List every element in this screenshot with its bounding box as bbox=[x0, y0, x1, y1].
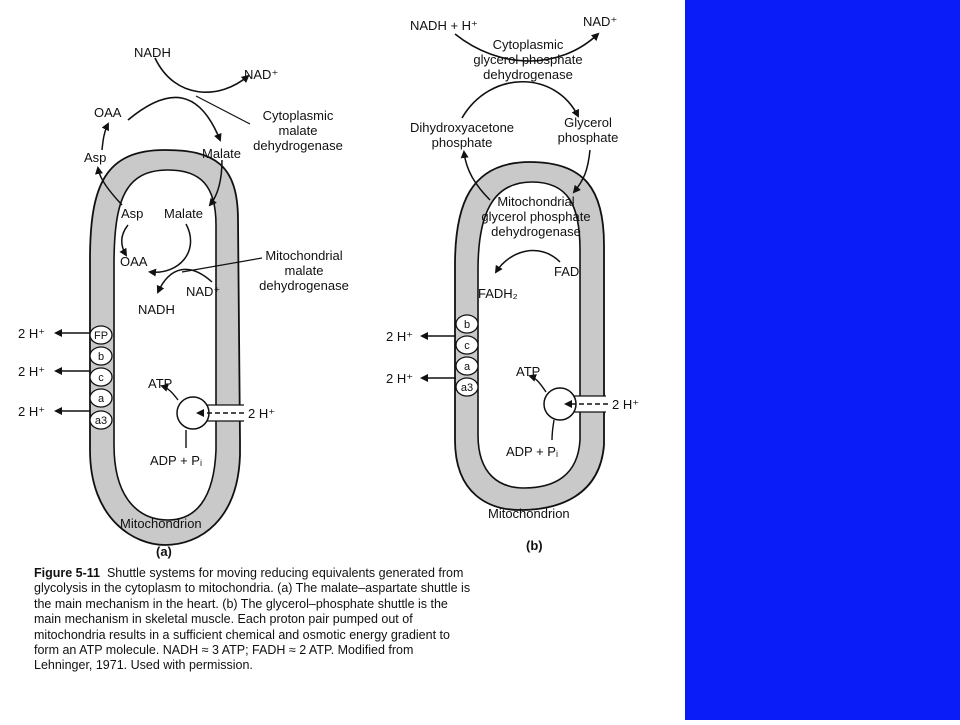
pointer-mito-enzyme-a bbox=[181, 257, 263, 273]
electron-transport-chain-a: FP b c a a3 bbox=[89, 325, 113, 430]
arrow-g3p-in bbox=[572, 149, 591, 194]
label-cyto-enzyme-a-2: malate bbox=[278, 123, 317, 138]
figure-caption-label: Figure 5-11 bbox=[34, 566, 100, 580]
label-dhap-2: phosphate bbox=[432, 135, 493, 150]
pointer-cyto-enzyme-a bbox=[195, 95, 251, 125]
label-cyto-enzyme-a-3: dehydrogenase bbox=[253, 138, 343, 153]
chain-complex-a3-b bbox=[455, 377, 479, 397]
chain-label-b-b: b bbox=[464, 319, 470, 331]
label-malate-out: Malate bbox=[202, 146, 241, 161]
label-fad: FAD bbox=[554, 264, 579, 279]
panel-letter-a: (a) bbox=[156, 544, 172, 559]
atp-arrow-b bbox=[528, 374, 547, 393]
label-asp-out: Asp bbox=[84, 150, 106, 165]
arrow-fad-to-fadh2 bbox=[494, 249, 561, 274]
arrow-dhap-out bbox=[460, 150, 491, 201]
atp-arrow-a bbox=[160, 384, 179, 401]
label-atp-b: ATP bbox=[516, 364, 540, 379]
arrow-nad-to-nadh-in bbox=[156, 268, 213, 294]
label-asp-in: Asp bbox=[121, 206, 143, 221]
label-proton-2-a: 2 H⁺ bbox=[18, 364, 45, 379]
label-proton-in-b: 2 H⁺ bbox=[612, 397, 639, 412]
label-nadh-in: NADH bbox=[138, 302, 175, 317]
label-proton-1-a: 2 H⁺ bbox=[18, 326, 45, 341]
label-dhap-1: Dihydroxyacetone bbox=[410, 120, 514, 135]
label-malate-in: Malate bbox=[164, 206, 203, 221]
adp-arrow-b bbox=[551, 419, 555, 441]
label-mitochondrion-b: Mitochondrion bbox=[488, 506, 570, 521]
label-cyto-enzyme-b-1: Cytoplasmic bbox=[493, 37, 564, 52]
arrow-nadh-to-nad-b bbox=[454, 32, 600, 62]
chain-complex-b-b bbox=[455, 314, 479, 334]
label-fadh2: FADH₂ bbox=[478, 286, 518, 301]
panel-b: b c a a3 NADH + H⁺ NAD⁺ Cytoplasmic glyc… bbox=[386, 14, 639, 553]
label-atp-a: ATP bbox=[148, 376, 172, 391]
shuttle-diagram: FP b c a a3 NADH NAD⁺ Cytoplasmic malate… bbox=[18, 14, 639, 559]
label-oaa-out: OAA bbox=[94, 105, 122, 120]
label-proton-2-b: 2 H⁺ bbox=[386, 371, 413, 386]
label-mito-enzyme-a-3: dehydrogenase bbox=[259, 278, 349, 293]
chain-complex-a3-a bbox=[89, 410, 113, 430]
chain-label-c-a: c bbox=[98, 372, 104, 384]
figure-caption: Figure 5-11 Shuttle systems for moving r… bbox=[34, 566, 474, 674]
label-nad-in: NAD⁺ bbox=[186, 284, 220, 299]
label-nadh-top-b: NADH + H⁺ bbox=[410, 18, 478, 33]
figure-caption-text: Shuttle systems for moving reducing equi… bbox=[34, 566, 471, 673]
label-g3p-1: Glycerol bbox=[564, 115, 612, 130]
arrow-dhap-to-g3p bbox=[461, 80, 579, 119]
label-cyto-enzyme-a-1: Cytoplasmic bbox=[263, 108, 334, 123]
label-oaa-in: OAA bbox=[120, 254, 148, 269]
textbook-figure-page: FP b c a a3 NADH NAD⁺ Cytoplasmic malate… bbox=[18, 14, 640, 674]
arrow-nadh-to-nad-a bbox=[154, 57, 250, 93]
label-nad-top-b: NAD⁺ bbox=[583, 14, 617, 29]
chain-label-c-b: c bbox=[464, 340, 470, 352]
arrow-oaa-to-malate-a bbox=[127, 96, 222, 142]
label-adp-a: ADP + Pᵢ bbox=[150, 453, 202, 468]
label-proton-in-a: 2 H⁺ bbox=[248, 406, 275, 421]
label-mito-enzyme-b-2: glycerol phosphate bbox=[481, 209, 590, 224]
label-proton-1-b: 2 H⁺ bbox=[386, 329, 413, 344]
label-mito-enzyme-a-2: malate bbox=[284, 263, 323, 278]
label-nadh-top-a: NADH bbox=[134, 45, 171, 60]
chain-complex-a-a bbox=[89, 388, 113, 408]
panel-a: FP b c a a3 NADH NAD⁺ Cytoplasmic malate… bbox=[18, 45, 349, 559]
chain-complex-fp bbox=[89, 325, 113, 345]
panel-letter-b: (b) bbox=[526, 538, 543, 553]
chain-label-b-a: b bbox=[98, 351, 104, 363]
chain-complex-b-a bbox=[89, 346, 113, 366]
arrow-asp-out bbox=[95, 166, 123, 206]
chain-label-fp: FP bbox=[94, 330, 108, 342]
chain-complex-a-b bbox=[455, 356, 479, 376]
chain-complex-c-a bbox=[89, 367, 113, 387]
electron-transport-chain-b: b c a a3 bbox=[455, 314, 479, 397]
label-cyto-enzyme-b-3: dehydrogenase bbox=[483, 67, 573, 82]
chain-label-a3-a: a3 bbox=[95, 415, 107, 427]
arrow-malate-to-oaa-in bbox=[148, 223, 192, 277]
label-mitochondrion-a: Mitochondrion bbox=[120, 516, 202, 531]
label-proton-3-a: 2 H⁺ bbox=[18, 404, 45, 419]
chain-label-a-b: a bbox=[464, 361, 471, 373]
chain-complex-c-b bbox=[455, 335, 479, 355]
blue-side-panel bbox=[685, 0, 960, 720]
label-cyto-enzyme-b-2: glycerol phosphate bbox=[473, 52, 582, 67]
chain-label-a-a: a bbox=[98, 393, 105, 405]
arrow-oaa-from-asp bbox=[101, 122, 109, 151]
label-mito-enzyme-a-1: Mitochondrial bbox=[265, 248, 342, 263]
arrow-oaa-asp-in bbox=[119, 224, 129, 257]
label-g3p-2: phosphate bbox=[558, 130, 619, 145]
chain-label-a3-b: a3 bbox=[461, 382, 473, 394]
label-nad-top-a: NAD⁺ bbox=[244, 67, 278, 82]
arrow-malate-in bbox=[208, 159, 223, 207]
label-mito-enzyme-b-3: dehydrogenase bbox=[491, 224, 581, 239]
label-adp-b: ADP + Pᵢ bbox=[506, 444, 558, 459]
atp-synthase-head-a bbox=[176, 396, 210, 430]
label-mito-enzyme-b-1: Mitochondrial bbox=[497, 194, 574, 209]
